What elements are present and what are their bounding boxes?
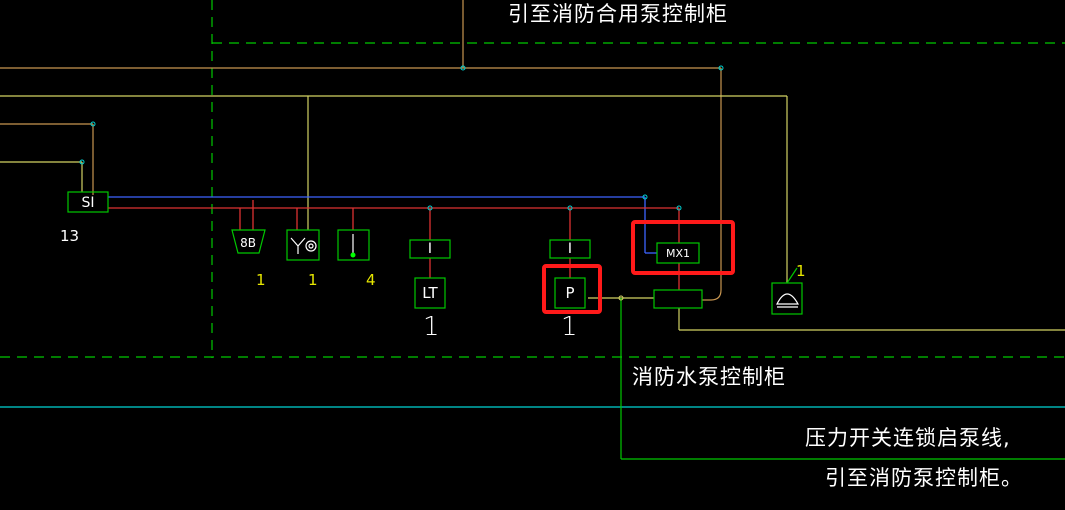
yellow-wires (0, 95, 1065, 331)
pressure-switch-box[interactable] (554, 277, 586, 309)
manual-count: 4 (366, 271, 376, 289)
top-title: 引至消防合用泵控制柜 (508, 2, 728, 26)
bell-icon[interactable]: 8B (231, 229, 266, 254)
input-1-label: I (427, 241, 433, 257)
blue-wires (108, 196, 657, 254)
phone-count: 1 (796, 262, 806, 280)
green-dashed-boundaries (0, 0, 1065, 358)
lt-label: LT (422, 284, 438, 302)
mx1-label: MX1 (665, 247, 691, 260)
level-transmitter-box[interactable] (414, 277, 446, 309)
red-wires (108, 200, 680, 290)
mx1-module-box[interactable] (656, 242, 700, 264)
highlight-pressure-switch (542, 264, 602, 314)
input-module-1-box[interactable] (409, 239, 451, 259)
horn-strobe-icon[interactable] (286, 229, 320, 261)
control-box[interactable] (653, 289, 703, 309)
svg-text:8B: 8B (240, 236, 256, 250)
horn-count: 1 (308, 271, 318, 289)
junction-dots (79, 65, 724, 301)
input-2-label: I (567, 241, 573, 257)
cabinet-label: 消防水泵控制柜 (632, 365, 786, 389)
manual-call-point-icon[interactable] (337, 229, 370, 261)
telephone-icon[interactable] (771, 267, 803, 315)
orange-wires (0, 0, 722, 301)
si-module-box[interactable] (67, 191, 109, 213)
lt-count: 1 (423, 312, 440, 342)
si-label: SI (81, 195, 95, 211)
input-module-2-box[interactable] (549, 239, 591, 259)
green-wires (620, 298, 1065, 460)
bell-count: 1 (256, 271, 266, 289)
note-line-1: 压力开关连锁启泵线, (805, 426, 1011, 450)
p-count: 1 (561, 312, 578, 342)
p-label: P (565, 284, 575, 302)
highlight-mx1 (631, 220, 735, 275)
note-line-2: 引至消防泵控制柜。 (825, 466, 1023, 490)
si-count: 13 (60, 227, 80, 245)
